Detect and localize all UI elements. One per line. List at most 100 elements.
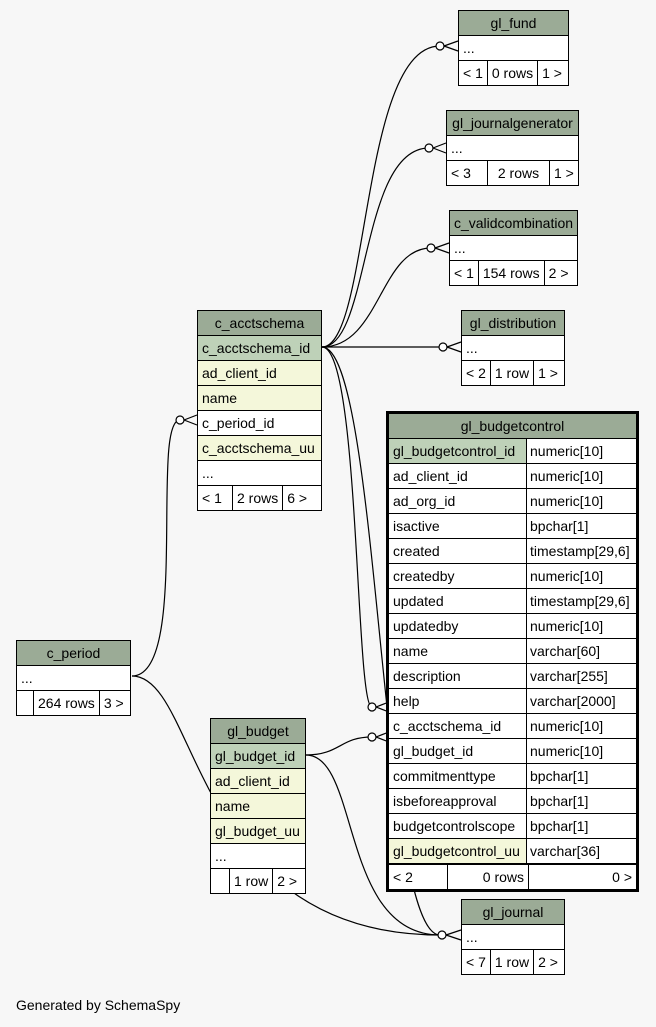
table-row: name — [198, 386, 321, 411]
children-count[interactable]: 1 > — [533, 361, 562, 385]
column-name: created — [393, 543, 440, 559]
edge-budget-journal — [305, 754, 441, 936]
column-type: bpchar[1] — [526, 514, 636, 538]
column-name: name — [393, 643, 429, 659]
row-count: 2 rows — [232, 486, 282, 510]
table-row: ad_client_id — [211, 769, 305, 794]
edge-acctschema-journalgenerator — [321, 147, 430, 348]
column-name: isbeforeapproval — [393, 793, 497, 809]
parents-count[interactable]: < 2 — [466, 365, 486, 381]
table-title: gl_fund — [459, 11, 568, 36]
table-c-acctschema[interactable]: c_acctschema c_acctschema_id ad_client_i… — [197, 310, 322, 511]
table-gl-budget[interactable]: gl_budget gl_budget_id ad_client_id name… — [210, 718, 306, 894]
column-name: c_period_id — [202, 415, 275, 431]
children-count[interactable]: 1 > — [537, 61, 566, 85]
parents-count[interactable]: < 2 — [393, 869, 413, 885]
column-name: updatedby — [393, 618, 459, 634]
table-footer: 1 row 2 > — [211, 869, 305, 893]
column-type: numeric[10] — [526, 464, 636, 488]
column-name: ... — [463, 40, 475, 56]
table-title: c_period — [17, 641, 130, 666]
parents-count[interactable] — [211, 869, 229, 893]
edge-acctschema-gl-fund — [321, 45, 441, 348]
table-gl-journal[interactable]: gl_journal ... < 7 1 row 2 > — [461, 899, 565, 975]
edge-acctschema-validcombination — [321, 247, 432, 348]
parents-count[interactable]: < 1 — [202, 490, 222, 506]
parents-count[interactable]: < 1 — [463, 65, 483, 81]
table-row: ... — [447, 136, 578, 161]
column-name: ... — [215, 848, 227, 864]
column-name: gl_budgetcontrol_uu — [393, 843, 520, 859]
table-gl-fund[interactable]: gl_fund ... < 1 0 rows 1 > — [458, 10, 569, 86]
table-row: c_acctschema_id — [198, 336, 321, 361]
column-name: c_acctschema_uu — [202, 440, 315, 456]
table-title: gl_journalgenerator — [447, 111, 578, 136]
table-footer: < 1 154 rows 2 > — [450, 261, 577, 285]
table-footer: < 3 2 rows 1 > — [447, 161, 578, 185]
children-count[interactable]: 3 > — [98, 691, 128, 715]
column-name: c_acctschema_id — [393, 718, 502, 734]
edge-budget-budgetcontrol — [305, 736, 373, 756]
children-count[interactable]: 2 > — [543, 261, 573, 285]
row-count: 1 row — [229, 869, 272, 893]
column-type: timestamp[29,6] — [526, 589, 636, 613]
parents-count[interactable]: < 3 — [451, 165, 471, 181]
table-row: c_period_id — [198, 411, 321, 436]
edge-acctschema-budgetcontrol — [321, 346, 373, 708]
table-title: c_validcombination — [450, 211, 577, 236]
column-name: gl_budget_id — [215, 748, 296, 764]
children-count[interactable]: 1 > — [549, 161, 578, 185]
column-type: numeric[10] — [526, 489, 636, 513]
table-footer: < 2 1 row 1 > — [462, 361, 564, 385]
table-row: ... — [462, 925, 564, 950]
column-type: numeric[10] — [526, 714, 636, 738]
children-count[interactable]: 2 > — [533, 950, 562, 974]
children-count[interactable]: 2 > — [272, 869, 301, 893]
column-name: gl_budget_uu — [215, 823, 300, 839]
table-c-validcombination[interactable]: c_validcombination ... < 1 154 rows 2 > — [449, 210, 578, 286]
column-name: gl_budget_id — [393, 743, 474, 759]
children-count[interactable]: 6 > — [282, 486, 311, 510]
row-count: 0 rows — [486, 61, 537, 85]
column-name: updated — [393, 593, 444, 609]
table-row: ad_org_id numeric[10] — [389, 489, 636, 514]
column-name: ad_client_id — [393, 468, 468, 484]
parents-count[interactable]: < 7 — [466, 954, 486, 970]
table-row: ... — [211, 844, 305, 869]
parents-count[interactable] — [17, 691, 33, 715]
table-row: ad_client_id — [198, 361, 321, 386]
column-name: gl_budgetcontrol_id — [393, 443, 516, 459]
table-gl-journalgenerator[interactable]: gl_journalgenerator ... < 3 2 rows 1 > — [446, 110, 579, 186]
column-type: numeric[10] — [526, 439, 636, 463]
row-count: 1 row — [489, 950, 533, 974]
table-c-period[interactable]: c_period ... 264 rows 3 > — [16, 640, 131, 716]
column-type: numeric[10] — [526, 614, 636, 638]
children-count[interactable]: 0 > — [528, 865, 636, 889]
row-count: 2 rows — [487, 161, 549, 185]
table-footer: < 2 0 rows 0 > — [389, 865, 636, 889]
table-row: ... — [17, 666, 130, 691]
generated-by-text: Generated by SchemaSpy — [16, 997, 181, 1013]
column-name: ad_org_id — [393, 493, 456, 509]
column-type: varchar[2000] — [526, 689, 636, 713]
table-row: ... — [462, 336, 564, 361]
table-row: ... — [459, 36, 568, 61]
row-count: 0 rows — [447, 865, 528, 889]
table-row: c_acctschema_uu — [198, 436, 321, 461]
parents-count[interactable]: < 1 — [454, 265, 474, 281]
table-gl-distribution[interactable]: gl_distribution ... < 2 1 row 1 > — [461, 310, 565, 386]
column-type: bpchar[1] — [526, 764, 636, 788]
table-row: gl_budget_uu — [211, 819, 305, 844]
column-name: name — [215, 798, 251, 814]
table-footer: 264 rows 3 > — [17, 691, 130, 715]
edge-acctschema-journal — [321, 346, 441, 936]
